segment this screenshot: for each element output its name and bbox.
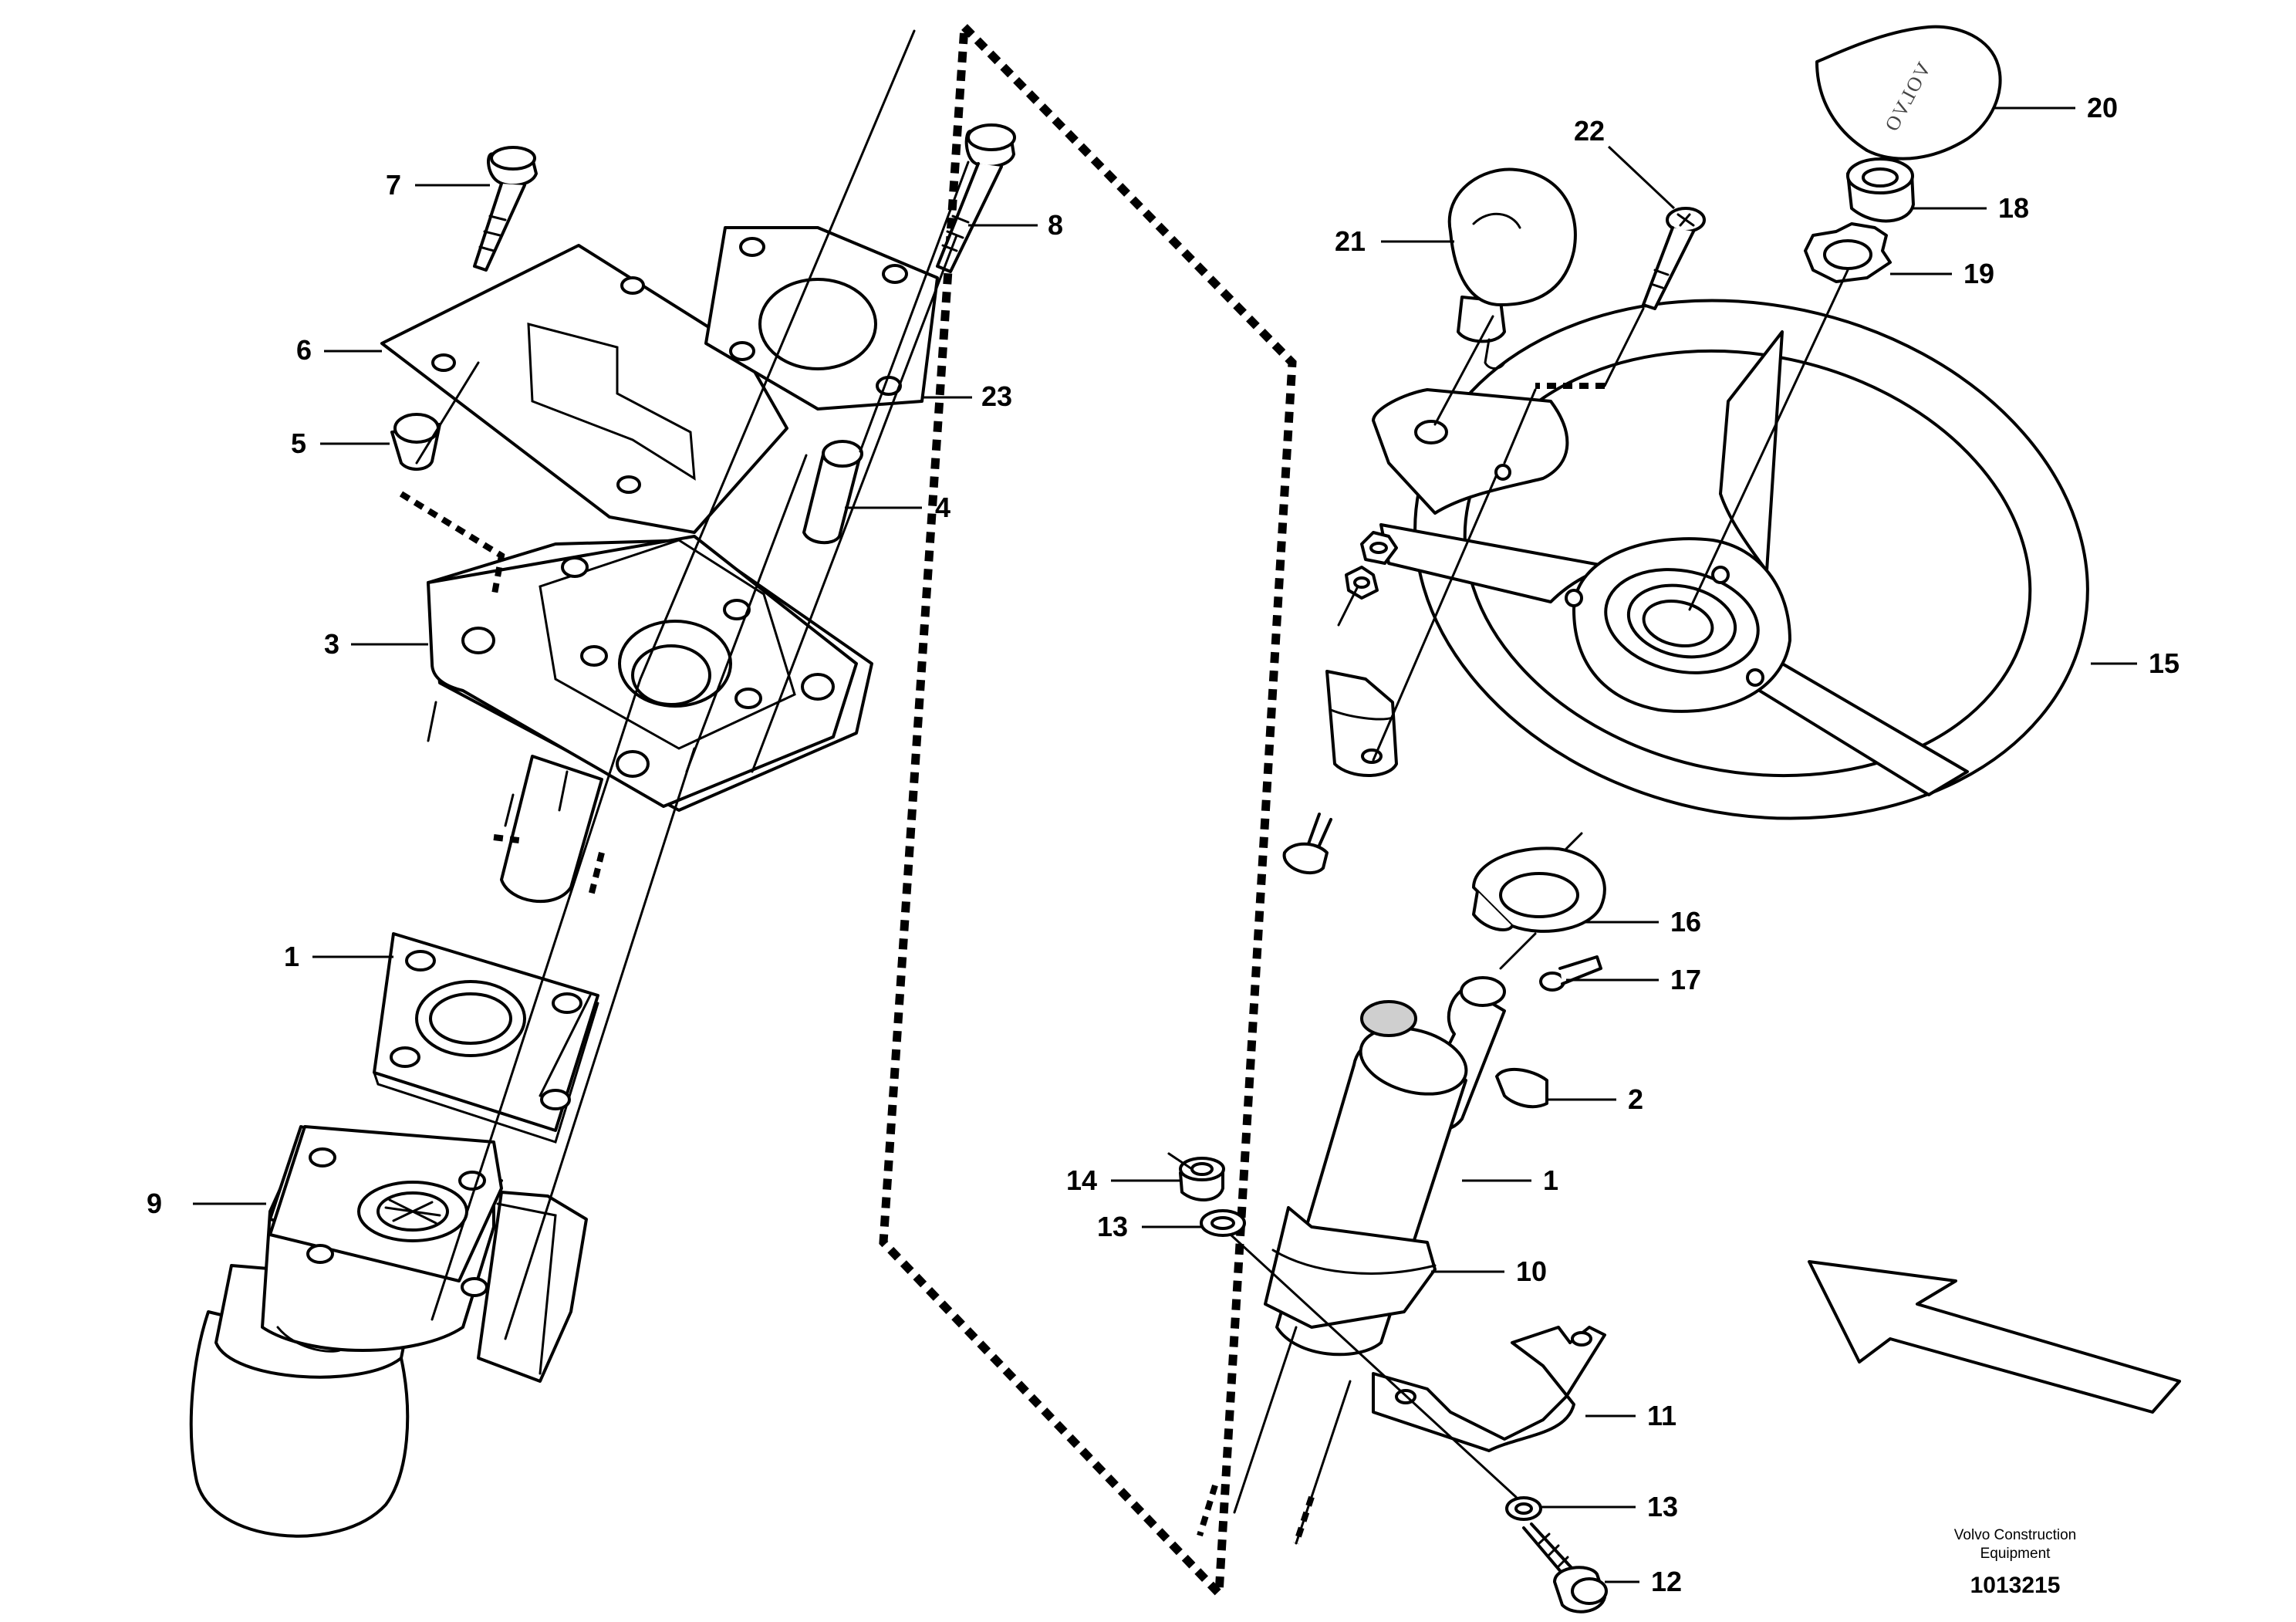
- footer: Volvo Construction Equipment 1013215: [1954, 1527, 2076, 1598]
- bolt-part-12: [1522, 1522, 1608, 1614]
- nut-part-18: [1846, 157, 1915, 223]
- hub-clamp-part-16: [1472, 846, 1606, 933]
- spacer-part-5: [390, 413, 441, 471]
- steering-wheel-part-15: [1379, 299, 2089, 820]
- alignment-lines-right: [1167, 269, 1849, 1545]
- label-12: 12: [1651, 1566, 1682, 1597]
- clamp-part-10: [1264, 1206, 1437, 1329]
- steering-unit-part-9: [189, 1125, 588, 1538]
- label-2: 2: [1628, 1083, 1643, 1115]
- label-20: 20: [2087, 92, 2118, 123]
- manufacturer-line2: Equipment: [1980, 1546, 2051, 1562]
- label-19: 19: [1963, 258, 1994, 289]
- knob-bracket: [1372, 388, 1569, 515]
- mounting-bracket-part-11: [1372, 1326, 1606, 1452]
- washer-part-13-bottom: [1505, 1496, 1542, 1521]
- nut-part-14: [1179, 1157, 1225, 1202]
- label-8: 8: [1048, 209, 1063, 241]
- clip-screw: [1282, 813, 1332, 875]
- spinner-knob-part-21: [1447, 167, 1577, 370]
- callouts: 7 8 6 23 5 4 3 1 9 22 20 18 21 19 15 16: [147, 92, 2180, 1597]
- label-13-top: 13: [1097, 1211, 1128, 1242]
- bolt-part-7: [473, 146, 538, 272]
- label-15: 15: [2149, 647, 2180, 679]
- label-22: 22: [1574, 115, 1605, 147]
- gasket-part-23: [704, 226, 939, 411]
- label-6: 6: [296, 334, 312, 366]
- key-part-2: [1495, 1067, 1548, 1109]
- direction-arrow: [1808, 1260, 2181, 1414]
- flange-plate-part-1-left: [373, 932, 599, 1144]
- shaft-column-left: [500, 755, 603, 904]
- label-11: 11: [1647, 1400, 1676, 1431]
- label-18: 18: [1998, 192, 2029, 224]
- cover-plate-part-6: [380, 244, 788, 534]
- washer-part-13-top: [1200, 1209, 1246, 1237]
- label-10: 10: [1516, 1255, 1547, 1287]
- horn-button-part-20: VOLVO: [1815, 25, 2002, 161]
- small-nut-washer-near-wheel: [1345, 531, 1398, 600]
- label-1-right: 1: [1543, 1164, 1558, 1196]
- label-13-bottom: 13: [1647, 1491, 1678, 1522]
- label-9: 9: [147, 1188, 162, 1219]
- label-17: 17: [1670, 964, 1701, 995]
- label-5: 5: [291, 427, 306, 459]
- screw-part-17: [1539, 955, 1602, 992]
- label-14: 14: [1066, 1164, 1097, 1196]
- alignment-lines-left: [399, 29, 970, 1340]
- label-16: 16: [1670, 906, 1701, 938]
- label-1-left: 1: [284, 941, 299, 972]
- section-boundary: [879, 17, 1297, 1603]
- clip-bracket: [1325, 670, 1398, 777]
- bolt-part-8: [936, 123, 1016, 273]
- label-3: 3: [324, 628, 339, 660]
- spacer-part-4: [802, 440, 863, 545]
- manufacturer-line1: Volvo Construction: [1954, 1527, 2076, 1543]
- lock-washer-part-19: [1804, 222, 1892, 283]
- bracket-part-3: [427, 535, 873, 812]
- label-4: 4: [935, 492, 950, 523]
- document-number: 1013215: [1970, 1573, 2061, 1598]
- label-23: 23: [981, 380, 1012, 412]
- screw-part-22: [1642, 207, 1706, 310]
- label-7: 7: [386, 169, 401, 201]
- label-21: 21: [1335, 225, 1366, 257]
